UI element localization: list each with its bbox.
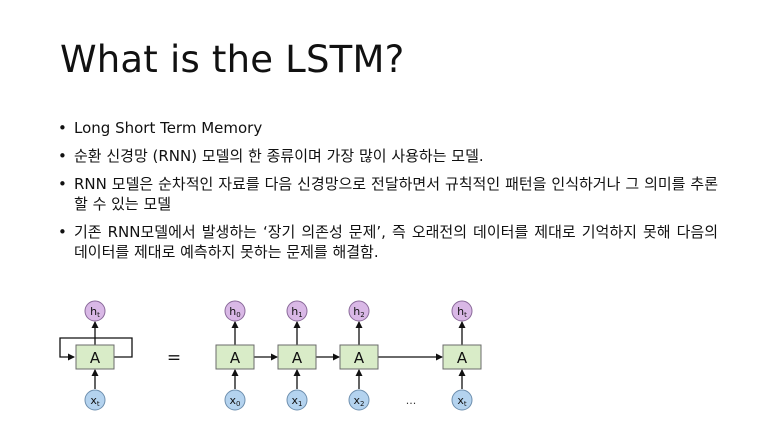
bullet-list: Long Short Term Memory 순환 신경망 (RNN) 모델의 … (58, 118, 718, 270)
output-node-t (451, 300, 473, 322)
input-node-0 (224, 389, 246, 411)
input-label: x0 (230, 394, 241, 408)
input-label: x2 (354, 394, 365, 408)
cell-label: A (230, 349, 241, 367)
bullet-item: 기존 RNN모델에서 발생하는 ‘장기 의존성 문제’, 즉 오래전의 데이터를… (58, 222, 718, 262)
output-node-1 (286, 300, 308, 322)
folded-output-node (84, 300, 106, 322)
bullet-item: RNN 모델은 순차적인 자료를 다음 신경망으로 전달하면서 규칙적인 패턴을… (58, 174, 718, 214)
output-label: ht (457, 305, 467, 319)
output-label: h0 (229, 305, 240, 319)
cell-step-2 (339, 344, 379, 370)
input-node-1 (286, 389, 308, 411)
cell-step-t (442, 344, 482, 370)
input-label: xt (457, 394, 467, 408)
cell-label: A (354, 349, 365, 367)
folded-cell-label: A (90, 349, 101, 367)
folded-rnn: A ht xt (59, 300, 133, 411)
cell-label: A (292, 349, 303, 367)
output-label: h1 (291, 305, 302, 319)
output-node-2 (348, 300, 370, 322)
output-node-0 (224, 300, 246, 322)
folded-cell (75, 344, 115, 370)
cell-label: A (457, 349, 468, 367)
folded-input-node (84, 389, 106, 411)
ellipsis: ... (406, 394, 417, 407)
rnn-diagram: A ht xt = A h0 x0 A h1 (59, 300, 482, 411)
slide-title: What is the LSTM? (60, 38, 405, 81)
unrolled-rnn: A h0 x0 A h1 x1 A h2 x2 (215, 300, 482, 411)
input-node-t (451, 389, 473, 411)
cell-step-0 (215, 344, 255, 370)
input-label: x1 (292, 394, 303, 408)
bullet-item: 순환 신경망 (RNN) 모델의 한 종류이며 가장 많이 사용하는 모델. (58, 146, 718, 166)
input-node-2 (348, 389, 370, 411)
cell-step-1 (277, 344, 317, 370)
folded-output-label: ht (90, 305, 100, 319)
bullet-item: Long Short Term Memory (58, 118, 718, 138)
recurrent-loop-arrow (59, 337, 133, 361)
output-label: h2 (353, 305, 364, 319)
equals-sign: = (167, 348, 181, 368)
folded-input-label: xt (90, 394, 100, 408)
